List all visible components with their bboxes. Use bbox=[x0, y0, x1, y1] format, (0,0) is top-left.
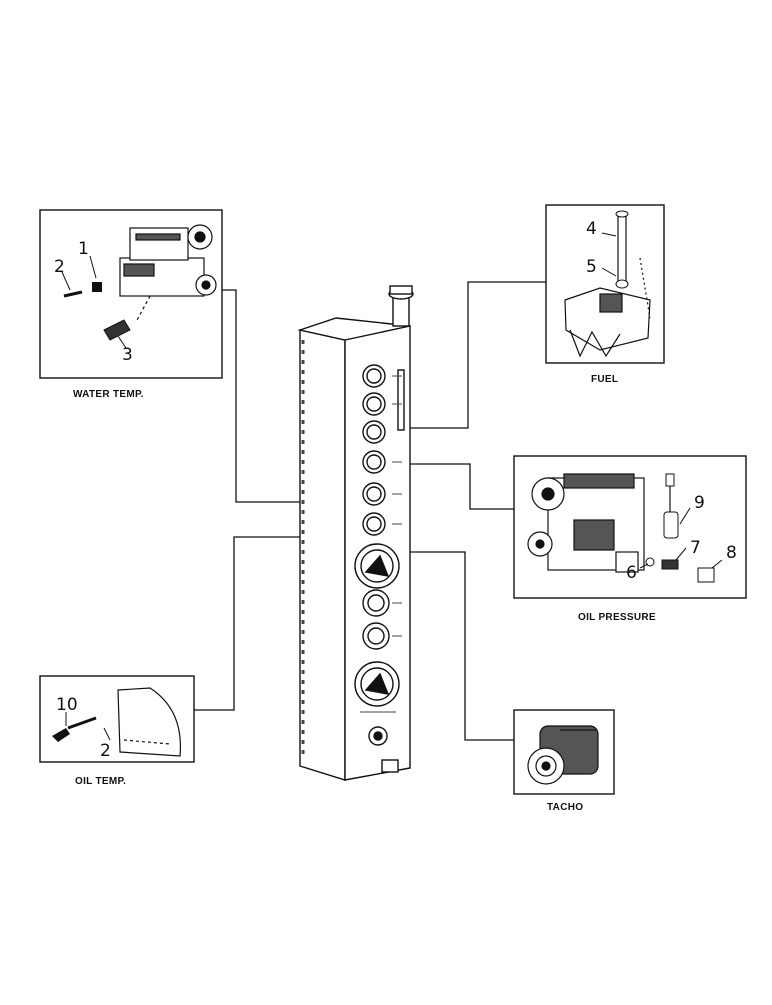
leader-fuel bbox=[398, 281, 546, 429]
callout-8: 8 bbox=[726, 543, 737, 563]
fuel-box: 4 5 bbox=[545, 204, 665, 364]
tacho-box bbox=[513, 709, 615, 795]
leader-tacho bbox=[404, 551, 514, 741]
callout-5: 5 bbox=[586, 257, 597, 277]
oil-temp-box: 10 2 bbox=[39, 675, 195, 763]
callout-9: 9 bbox=[694, 493, 705, 513]
filler-cap bbox=[392, 295, 410, 327]
instrument-panel bbox=[297, 285, 414, 781]
small-gauges bbox=[362, 364, 386, 536]
callout-2-oil-temp: 2 bbox=[100, 741, 111, 761]
label-oil-pressure: OIL PRESSURE bbox=[578, 612, 656, 623]
leader-oil-pressure bbox=[396, 463, 514, 510]
label-tacho: TACHO bbox=[547, 802, 584, 813]
callout-4: 4 bbox=[586, 219, 597, 239]
callout-3: 3 bbox=[122, 345, 133, 365]
callout-7: 7 bbox=[690, 538, 701, 558]
label-fuel: FUEL bbox=[591, 374, 619, 385]
callout-6: 6 bbox=[626, 563, 637, 583]
oil-pressure-box: 9 7 6 8 bbox=[513, 455, 747, 599]
panel-side bbox=[299, 329, 346, 781]
bottom-connector bbox=[381, 759, 399, 773]
callout-1: 1 bbox=[78, 239, 89, 259]
water-temp-box: 1 2 3 bbox=[39, 209, 223, 379]
label-oil-temp: OIL TEMP. bbox=[75, 776, 127, 787]
callout-10: 10 bbox=[56, 695, 78, 715]
callout-2: 2 bbox=[54, 257, 65, 277]
label-water-temp: WATER TEMP. bbox=[73, 389, 144, 400]
